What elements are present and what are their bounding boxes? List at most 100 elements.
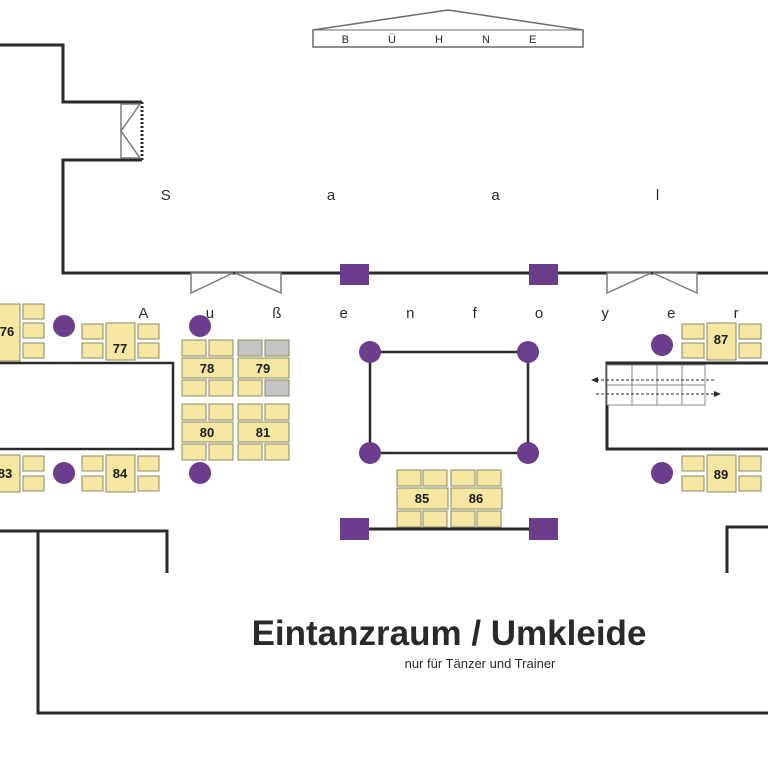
post bbox=[517, 442, 539, 464]
seat[interactable] bbox=[181, 443, 207, 461]
post bbox=[517, 341, 539, 363]
table-76[interactable]: 76 bbox=[0, 303, 21, 362]
seat[interactable] bbox=[81, 323, 104, 340]
left-counter bbox=[0, 361, 175, 451]
warmup-title: Eintanzraum / Umkleide bbox=[252, 614, 647, 653]
warmup-room: Eintanzraum / Umkleide nur für Tänzer un… bbox=[252, 614, 647, 671]
seat[interactable] bbox=[396, 510, 422, 528]
table-number: 86 bbox=[469, 491, 483, 506]
table-number: 76 bbox=[0, 324, 14, 339]
seat[interactable] bbox=[22, 475, 45, 492]
seat[interactable] bbox=[137, 475, 160, 492]
table-number: 81 bbox=[256, 425, 270, 440]
seat[interactable] bbox=[738, 455, 762, 472]
posts bbox=[53, 315, 673, 484]
table-87[interactable]: 87 bbox=[706, 322, 737, 361]
hall-door-left[interactable] bbox=[190, 272, 234, 295]
seat[interactable] bbox=[208, 403, 234, 421]
table-86[interactable]: 86 bbox=[450, 487, 503, 510]
post bbox=[53, 315, 75, 337]
post bbox=[53, 462, 75, 484]
seat[interactable] bbox=[738, 342, 762, 359]
seat[interactable] bbox=[450, 510, 476, 528]
table-83[interactable]: 83 bbox=[0, 454, 21, 493]
table-number: 77 bbox=[113, 341, 127, 356]
seat-reserved[interactable] bbox=[264, 339, 290, 357]
seat[interactable] bbox=[208, 339, 234, 357]
seat[interactable] bbox=[181, 379, 207, 397]
seat[interactable] bbox=[422, 510, 448, 528]
table-89[interactable]: 89 bbox=[706, 454, 737, 493]
table-number: 78 bbox=[200, 361, 214, 376]
seat[interactable] bbox=[181, 339, 207, 357]
seat[interactable] bbox=[264, 403, 290, 421]
staircase[interactable] bbox=[591, 364, 721, 406]
seat[interactable] bbox=[476, 469, 502, 487]
hall-door-right[interactable] bbox=[606, 272, 652, 295]
seat[interactable] bbox=[137, 455, 160, 472]
table-81[interactable]: 81 bbox=[237, 421, 290, 443]
stage: B Ü H N E bbox=[312, 9, 584, 48]
doors bbox=[120, 103, 698, 295]
post bbox=[189, 462, 211, 484]
table-77[interactable]: 77 bbox=[105, 322, 136, 361]
seat[interactable] bbox=[137, 323, 160, 340]
foyer-label: A u ß e n f o y e r bbox=[138, 305, 765, 322]
post bbox=[651, 462, 673, 484]
seat[interactable] bbox=[81, 455, 104, 472]
seat[interactable] bbox=[22, 303, 45, 320]
seat[interactable] bbox=[22, 342, 45, 359]
seat[interactable] bbox=[237, 443, 263, 461]
hall-label: S a a l bbox=[161, 187, 736, 204]
seat[interactable] bbox=[237, 403, 263, 421]
table-84[interactable]: 84 bbox=[105, 454, 136, 493]
seat[interactable] bbox=[264, 443, 290, 461]
seat[interactable] bbox=[137, 342, 160, 359]
seat[interactable] bbox=[738, 475, 762, 492]
seat[interactable] bbox=[681, 455, 705, 472]
dance-floor bbox=[368, 350, 530, 455]
pillar bbox=[340, 518, 369, 540]
seat-reserved[interactable] bbox=[237, 339, 263, 357]
post bbox=[359, 442, 381, 464]
seat[interactable] bbox=[450, 469, 476, 487]
table-number: 85 bbox=[415, 491, 429, 506]
seat[interactable] bbox=[22, 322, 45, 339]
seat[interactable] bbox=[396, 469, 422, 487]
table-number: 84 bbox=[113, 466, 128, 481]
table-number: 83 bbox=[0, 466, 12, 481]
warmup-subtitle: nur für Tänzer und Trainer bbox=[405, 656, 556, 671]
table-80[interactable]: 80 bbox=[181, 421, 234, 443]
table-number: 79 bbox=[256, 361, 270, 376]
walls bbox=[0, 43, 768, 715]
seat[interactable] bbox=[681, 323, 705, 340]
seat[interactable] bbox=[681, 475, 705, 492]
seat[interactable] bbox=[208, 379, 234, 397]
seat[interactable] bbox=[681, 342, 705, 359]
seat[interactable] bbox=[22, 455, 45, 472]
pillar bbox=[340, 264, 369, 285]
seat[interactable] bbox=[81, 342, 104, 359]
seat[interactable] bbox=[81, 475, 104, 492]
pillars bbox=[340, 264, 558, 540]
seat[interactable] bbox=[422, 469, 448, 487]
table-79[interactable]: 79 bbox=[237, 357, 290, 379]
seat[interactable] bbox=[237, 379, 263, 397]
table-number: 87 bbox=[714, 332, 728, 347]
seat[interactable] bbox=[738, 323, 762, 340]
seat[interactable] bbox=[181, 403, 207, 421]
seat-reserved[interactable] bbox=[264, 379, 290, 397]
table-number: 80 bbox=[200, 425, 214, 440]
seat[interactable] bbox=[208, 443, 234, 461]
post bbox=[359, 341, 381, 363]
table-78[interactable]: 78 bbox=[181, 357, 234, 379]
side-door[interactable] bbox=[120, 103, 142, 134]
seats bbox=[0, 303, 762, 528]
seat[interactable] bbox=[476, 510, 502, 528]
stage-label: B Ü H N E bbox=[342, 34, 555, 46]
post bbox=[189, 315, 211, 337]
post bbox=[651, 334, 673, 356]
table-number: 89 bbox=[714, 467, 728, 482]
table-85[interactable]: 85 bbox=[396, 487, 449, 510]
